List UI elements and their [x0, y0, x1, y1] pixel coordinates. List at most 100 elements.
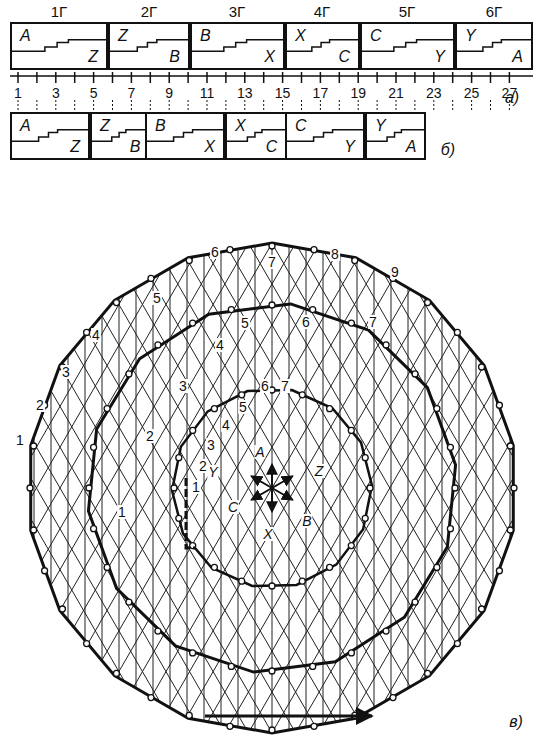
slot-guide	[112, 100, 113, 110]
coil-group-box: ZB	[108, 22, 190, 70]
coil-group-box: BX	[145, 112, 225, 160]
slot-guide	[339, 100, 340, 110]
grid-line	[0, 9, 501, 748]
slot-dot	[425, 300, 431, 306]
callout-number: 7	[280, 379, 290, 393]
coil-group-box: ZB	[90, 112, 150, 160]
phase-letter: A	[254, 445, 265, 459]
phase-letter: A	[20, 28, 31, 44]
coil-group-box: CY	[360, 22, 455, 70]
slot-tick	[168, 72, 170, 83]
grid-line	[78, 0, 544, 748]
slot-tick	[376, 72, 378, 83]
slot-dot	[113, 300, 119, 306]
phase-letter: C	[295, 118, 307, 134]
phase-letter: A	[512, 49, 523, 65]
slot-tick	[395, 72, 397, 83]
coil-group-box: BX	[190, 22, 285, 70]
slot-guide	[396, 100, 397, 110]
phase-letter: Y	[434, 49, 445, 65]
slot-dot	[113, 670, 119, 676]
callout-number: 2	[145, 429, 155, 443]
slot-number: 15	[275, 86, 291, 100]
coil-group-box: AZ	[10, 22, 108, 70]
grid-line	[184, 91, 544, 748]
slot-tick	[414, 72, 416, 83]
slot-guide	[433, 100, 434, 110]
callout-number: 6	[260, 379, 270, 393]
slot-dot	[176, 455, 182, 461]
callout-number: 5	[152, 291, 162, 305]
grid-line	[202, 101, 544, 748]
slot-dot	[190, 427, 196, 433]
slot-dot	[84, 641, 90, 647]
group-label: 1Г	[51, 4, 67, 19]
phase-arrow	[272, 476, 293, 488]
slot-tick	[131, 72, 133, 83]
grid-line	[0, 121, 307, 748]
grid-line	[255, 0, 544, 748]
slot-dot	[425, 670, 431, 676]
slot-tick	[74, 72, 76, 83]
slot-dot	[269, 727, 275, 733]
slot-dot	[310, 663, 316, 669]
slot-dot	[310, 307, 316, 313]
figure-letter: в)	[509, 714, 523, 730]
callout-number: 2	[35, 398, 45, 412]
figure-letter: б)	[441, 142, 455, 158]
grid-line	[459, 0, 460, 748]
phase-letter: Y	[344, 139, 355, 155]
slot-dot	[496, 568, 502, 574]
slot-dot	[27, 485, 33, 491]
coil-group-box: AZ	[10, 112, 90, 160]
slot-guide	[55, 100, 56, 110]
slot-number: 17	[313, 86, 329, 100]
grid-line	[0, 0, 1, 748]
grid-line	[0, 0, 431, 748]
phase-arrow	[251, 476, 272, 488]
slot-tick	[339, 72, 341, 83]
slot-dot	[352, 258, 358, 264]
phase-letter: B	[200, 28, 211, 44]
phase-letter: X	[295, 28, 306, 44]
slot-tick	[112, 72, 114, 83]
phase-letter: Z	[100, 118, 110, 134]
slot-number: 3	[52, 86, 60, 100]
slot-dot	[228, 307, 234, 313]
grid-line	[149, 70, 544, 748]
slot-number: 7	[127, 86, 135, 100]
outer-ring	[31, 243, 514, 733]
slot-dot	[211, 564, 217, 570]
slot-tick	[244, 72, 246, 83]
grid-line	[60, 19, 544, 748]
slot-number: 5	[90, 86, 98, 100]
callout-number: 7	[267, 255, 277, 269]
slot-dot	[91, 526, 97, 532]
grid-line	[308, 162, 544, 748]
slot-dot	[452, 485, 458, 491]
phase-letter: B	[155, 118, 166, 134]
grid-line	[272, 142, 544, 748]
grid-line	[96, 40, 544, 748]
grid-line	[43, 0, 544, 748]
callout-number: 3	[61, 365, 71, 379]
slot-guide	[36, 100, 37, 110]
coil-group-box: XC	[285, 22, 360, 70]
group-label: 6Г	[486, 4, 502, 19]
coil-group-box: YA	[365, 112, 426, 160]
slot-dot	[186, 712, 192, 718]
slot-guide	[263, 100, 264, 110]
callout-number: 3	[206, 438, 216, 452]
slot-dot	[269, 583, 275, 589]
slot-guide	[282, 100, 283, 110]
callout-number: 6	[301, 315, 311, 329]
phase-arrow	[251, 488, 272, 500]
grid-line	[255, 132, 544, 748]
phase-arrow	[272, 488, 293, 500]
slot-dot	[412, 371, 418, 377]
grid-line	[131, 60, 544, 748]
callout-number: 4	[221, 418, 231, 432]
phase-letter: Y	[207, 465, 218, 479]
